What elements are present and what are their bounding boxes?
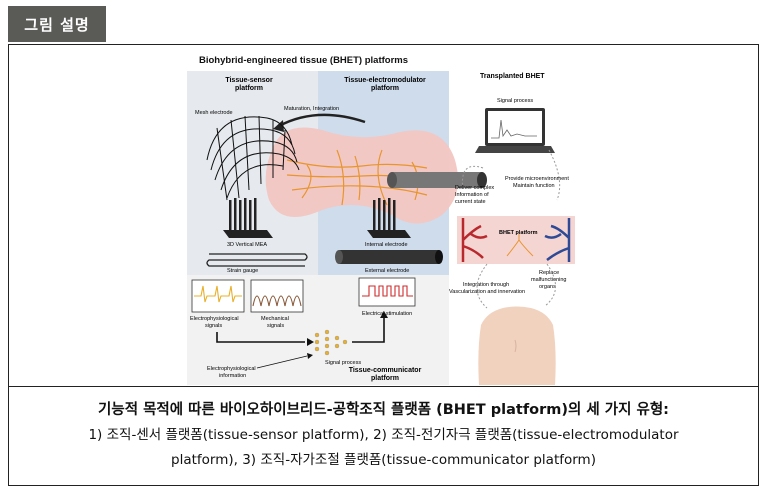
stimulation-trace <box>362 285 413 297</box>
signal-arrow-right-head <box>380 311 388 318</box>
info-pointer <box>256 355 308 369</box>
signal-arrow-left <box>216 332 305 343</box>
sensor-panel-title: Tissue-sensor <box>225 77 273 84</box>
electro-info-label-2: information <box>219 373 246 379</box>
maturation-arrow-head <box>273 120 284 132</box>
electro-signals-label-2: signals <box>205 323 222 329</box>
vertical-mea-label: 3D Vertical MEA <box>227 242 267 248</box>
transplanted-title: Transplanted BHET <box>480 73 545 80</box>
laptop-icon <box>475 108 555 153</box>
external-electrode-label: External electrode <box>365 268 409 274</box>
deliver-label-2: Information of <box>455 192 489 198</box>
info-pointer-head <box>307 353 313 359</box>
sensor-panel-subtitle: platform <box>235 85 263 92</box>
replace-label-1: Replace <box>539 270 559 276</box>
top-cylinder <box>387 172 487 188</box>
caption-divider <box>8 386 759 387</box>
mech-signal-box <box>250 279 304 313</box>
deliver-label-3: current state <box>455 199 486 205</box>
figure-caption: 기능적 목적에 따른 바이오하이브리드-공학조직 플랫폼 (BHET platf… <box>8 392 759 473</box>
communicator-panel-subtitle: platform <box>371 375 399 382</box>
signal-arrow-right <box>352 318 385 343</box>
mech-signals-label-2: signals <box>267 323 284 329</box>
external-electrode <box>335 250 443 264</box>
integration-label-2: Vascularization and innervation <box>449 289 525 295</box>
section-header-tag: 그림 설명 <box>8 6 106 42</box>
human-torso <box>478 306 556 385</box>
vertical-mea <box>223 198 273 238</box>
signal-process-left-label: Signal process <box>325 360 361 366</box>
caption-line-1: 1) 조직-센서 플랫폼(tissue-sensor platform), 2)… <box>88 427 679 443</box>
strain-gauge-label: Strain gauge <box>227 268 258 274</box>
neural-network-icon <box>314 329 348 356</box>
signal-arrow-left-head <box>307 338 314 346</box>
bhet-fibers <box>506 234 534 257</box>
artery-vessel <box>461 218 488 262</box>
loop-arc-left-bottom <box>476 263 488 309</box>
deliver-label-1: Deliver complex <box>455 185 494 191</box>
vein-vessel <box>544 218 571 262</box>
caption-title: 기능적 목적에 따른 바이오하이브리드-공학조직 플랫폼 (BHET platf… <box>98 402 669 418</box>
internal-electrode <box>367 198 411 238</box>
mech-signal-trace <box>252 295 302 307</box>
replace-label-3: organs <box>539 284 556 290</box>
electro-info-label-1: Electrophysiological <box>207 366 256 372</box>
caption-line-2: platform), 3) 조직-자가조절 플랫폼(tissue-communi… <box>171 452 596 468</box>
electromodulator-panel-subtitle: platform <box>371 85 399 92</box>
integration-label-1: Integration through <box>463 282 509 288</box>
figure-title: Biohybrid-engineered tissue (BHET) platf… <box>199 55 408 66</box>
electro-signal-trace <box>194 285 242 303</box>
mesh-electrode <box>206 115 300 201</box>
internal-electrode-label: Internal electrode <box>365 242 408 248</box>
bhet-figure: Biohybrid-engineered tissue (BHET) platf… <box>187 55 575 385</box>
figure-frame <box>8 44 759 486</box>
maturation-arrow <box>278 113 366 128</box>
provide-label-1: Provide microenvironment <box>505 176 569 182</box>
loop-arc-right-top <box>548 149 561 201</box>
electromodulator-panel-title: Tissue-electromodulator <box>344 77 426 84</box>
provide-label-2: Maintain function <box>513 183 555 189</box>
strain-gauge <box>206 253 308 267</box>
electro-signals-label-1: Electrophysiological <box>190 316 239 322</box>
maturation-label: Maturation, Integration <box>284 106 339 112</box>
stimulation-label: Electrical stimulation <box>362 311 412 317</box>
bhet-vessel-panel <box>457 216 575 264</box>
signal-process-right-label: Signal process <box>497 98 533 104</box>
loop-arc-right-bottom <box>544 263 556 307</box>
torso-shadow <box>514 339 517 353</box>
communicator-panel-title: Tissue-communicator <box>349 367 422 374</box>
bhet-platform-label: BHET platform <box>499 230 538 236</box>
replace-label-2: malfunctioning <box>531 277 566 283</box>
mech-signals-label-1: Mechanical <box>261 316 289 322</box>
mesh-electrode-label: Mesh electrode <box>195 110 233 116</box>
